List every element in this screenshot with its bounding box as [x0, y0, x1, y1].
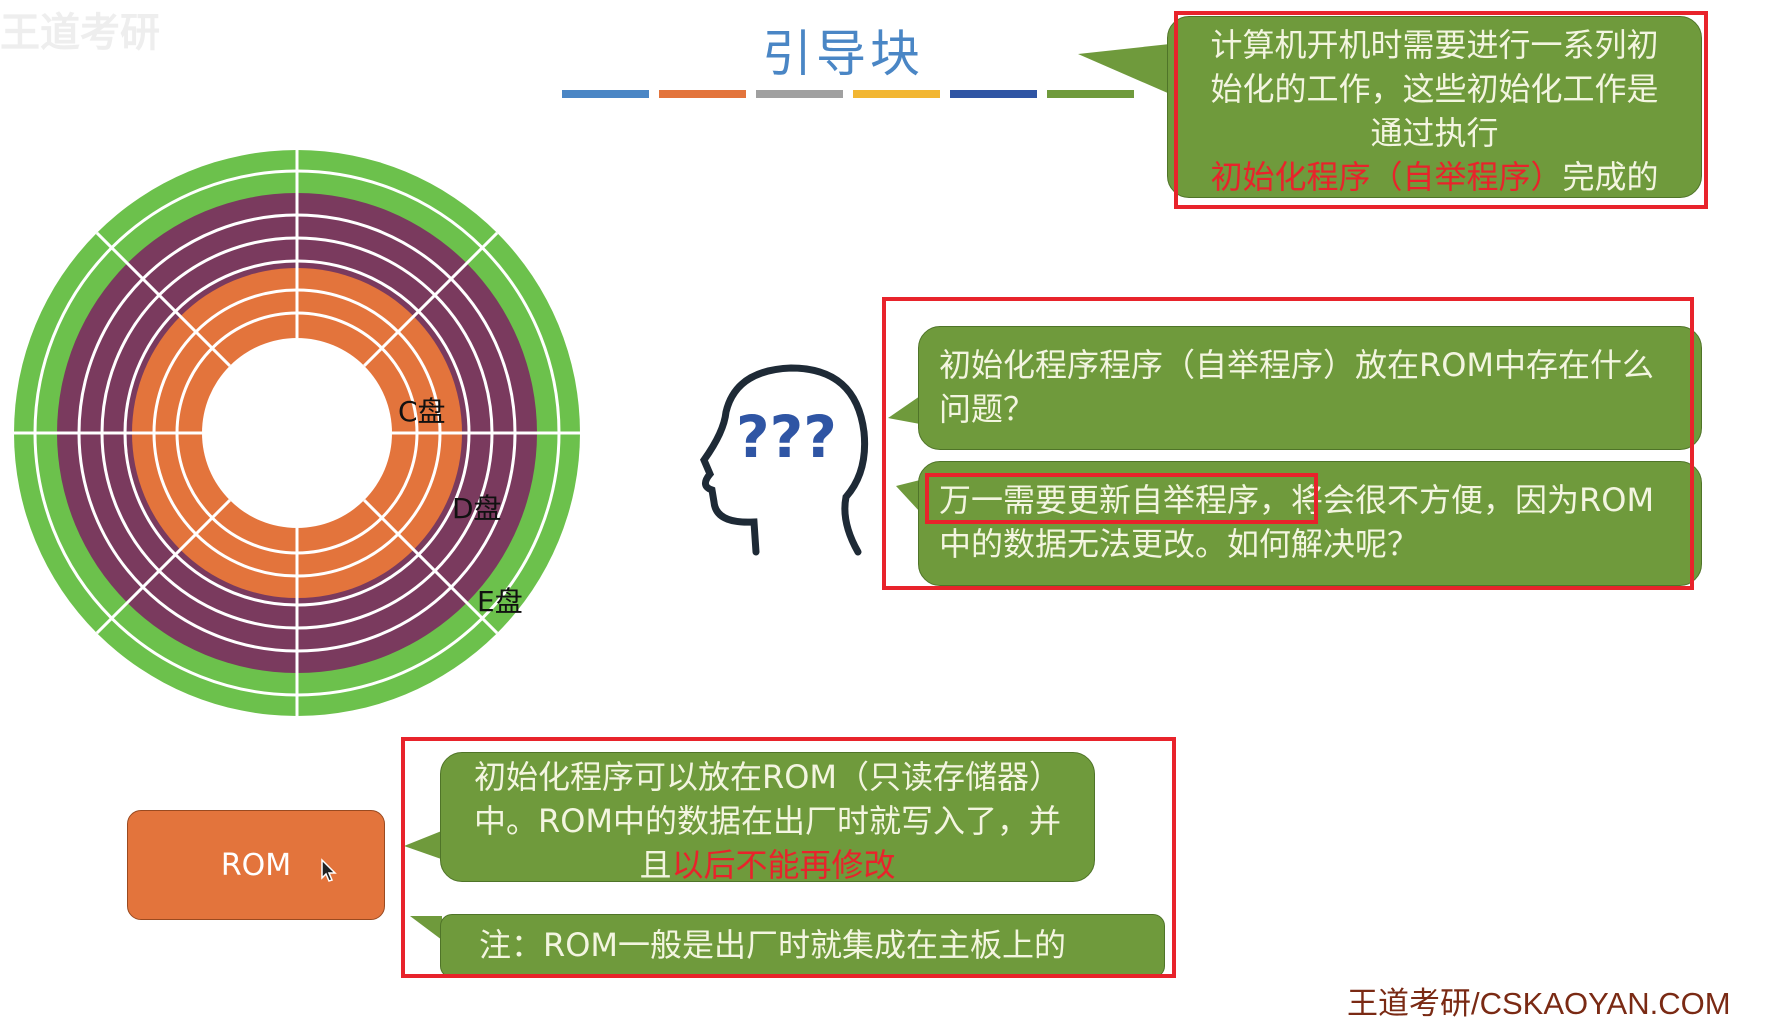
highlight-box [882, 297, 1694, 590]
bubble-question: 初始化程序程序（自举程序）放在ROM中存在什么问题？ [918, 326, 1702, 450]
watermark: 王道考研/CSKAOYAN.COM [1347, 986, 1731, 1021]
thinking-head-icon: ??? [700, 364, 869, 556]
bubble-text: 万一需要更新自举程序， [939, 481, 1292, 519]
disk-sector-line [363, 499, 499, 635]
color-bar [562, 90, 649, 98]
top-watermark: 王道考研 [0, 10, 160, 56]
highlight-box [401, 737, 1176, 978]
bubble-boot-info: 计算机开机时需要进行一系列初始化的工作，这些初始化工作是通过执行初始化程序（自举… [1167, 16, 1702, 198]
bubble-text: 完成的 [1562, 158, 1659, 196]
bubble-text: 计算机开机时需要进行一系列初始化的工作，这些初始化工作是通过执行 [1210, 26, 1659, 152]
disk-sector-line [95, 231, 231, 367]
color-bar [659, 90, 746, 98]
disk-label-e: E盘 [477, 585, 523, 618]
bubble-tail [404, 830, 444, 860]
svg-text:???: ??? [736, 403, 837, 471]
bubble-rom-info: 初始化程序可以放在ROM（只读存储器）中。ROM中的数据在出厂时就写入了，并且以… [440, 752, 1095, 884]
disk-label-c: C盘 [398, 395, 446, 428]
disk-sector-line [363, 231, 499, 367]
bubble-tail [896, 480, 920, 512]
highlight-text: 初始化程序（自举程序） [1210, 158, 1563, 196]
highlight-box [925, 473, 1318, 524]
color-bars [562, 90, 1134, 98]
bubble-text: 将会很不方便，因为ROM中的数据无法更改。如何解决呢？ [939, 481, 1655, 563]
bubble-tail [888, 396, 920, 424]
color-bar [756, 90, 843, 98]
disk-sector-line [95, 499, 231, 635]
color-bar [1047, 90, 1134, 98]
bubble-note: 注：ROM一般是出厂时就集成在主板上的 [440, 914, 1165, 978]
disk-hole [202, 338, 392, 528]
color-bar [950, 90, 1037, 98]
highlight-box [1174, 11, 1708, 209]
bubble-text: 初始化程序可以放在ROM（只读存储器）中。ROM中的数据在出厂时就写入了，并且 [473, 758, 1062, 884]
bubble-tail [1078, 44, 1170, 94]
disk-label-d: D盘 [452, 492, 502, 525]
highlight-text: 以后不能再修改 [671, 846, 896, 884]
disk-diagram [14, 150, 580, 716]
cursor-icon [321, 858, 337, 882]
color-bar [853, 90, 940, 98]
page-title: 引导块 [762, 25, 924, 83]
rom-button[interactable]: ROM [127, 810, 385, 920]
bubble-tail [410, 916, 442, 940]
